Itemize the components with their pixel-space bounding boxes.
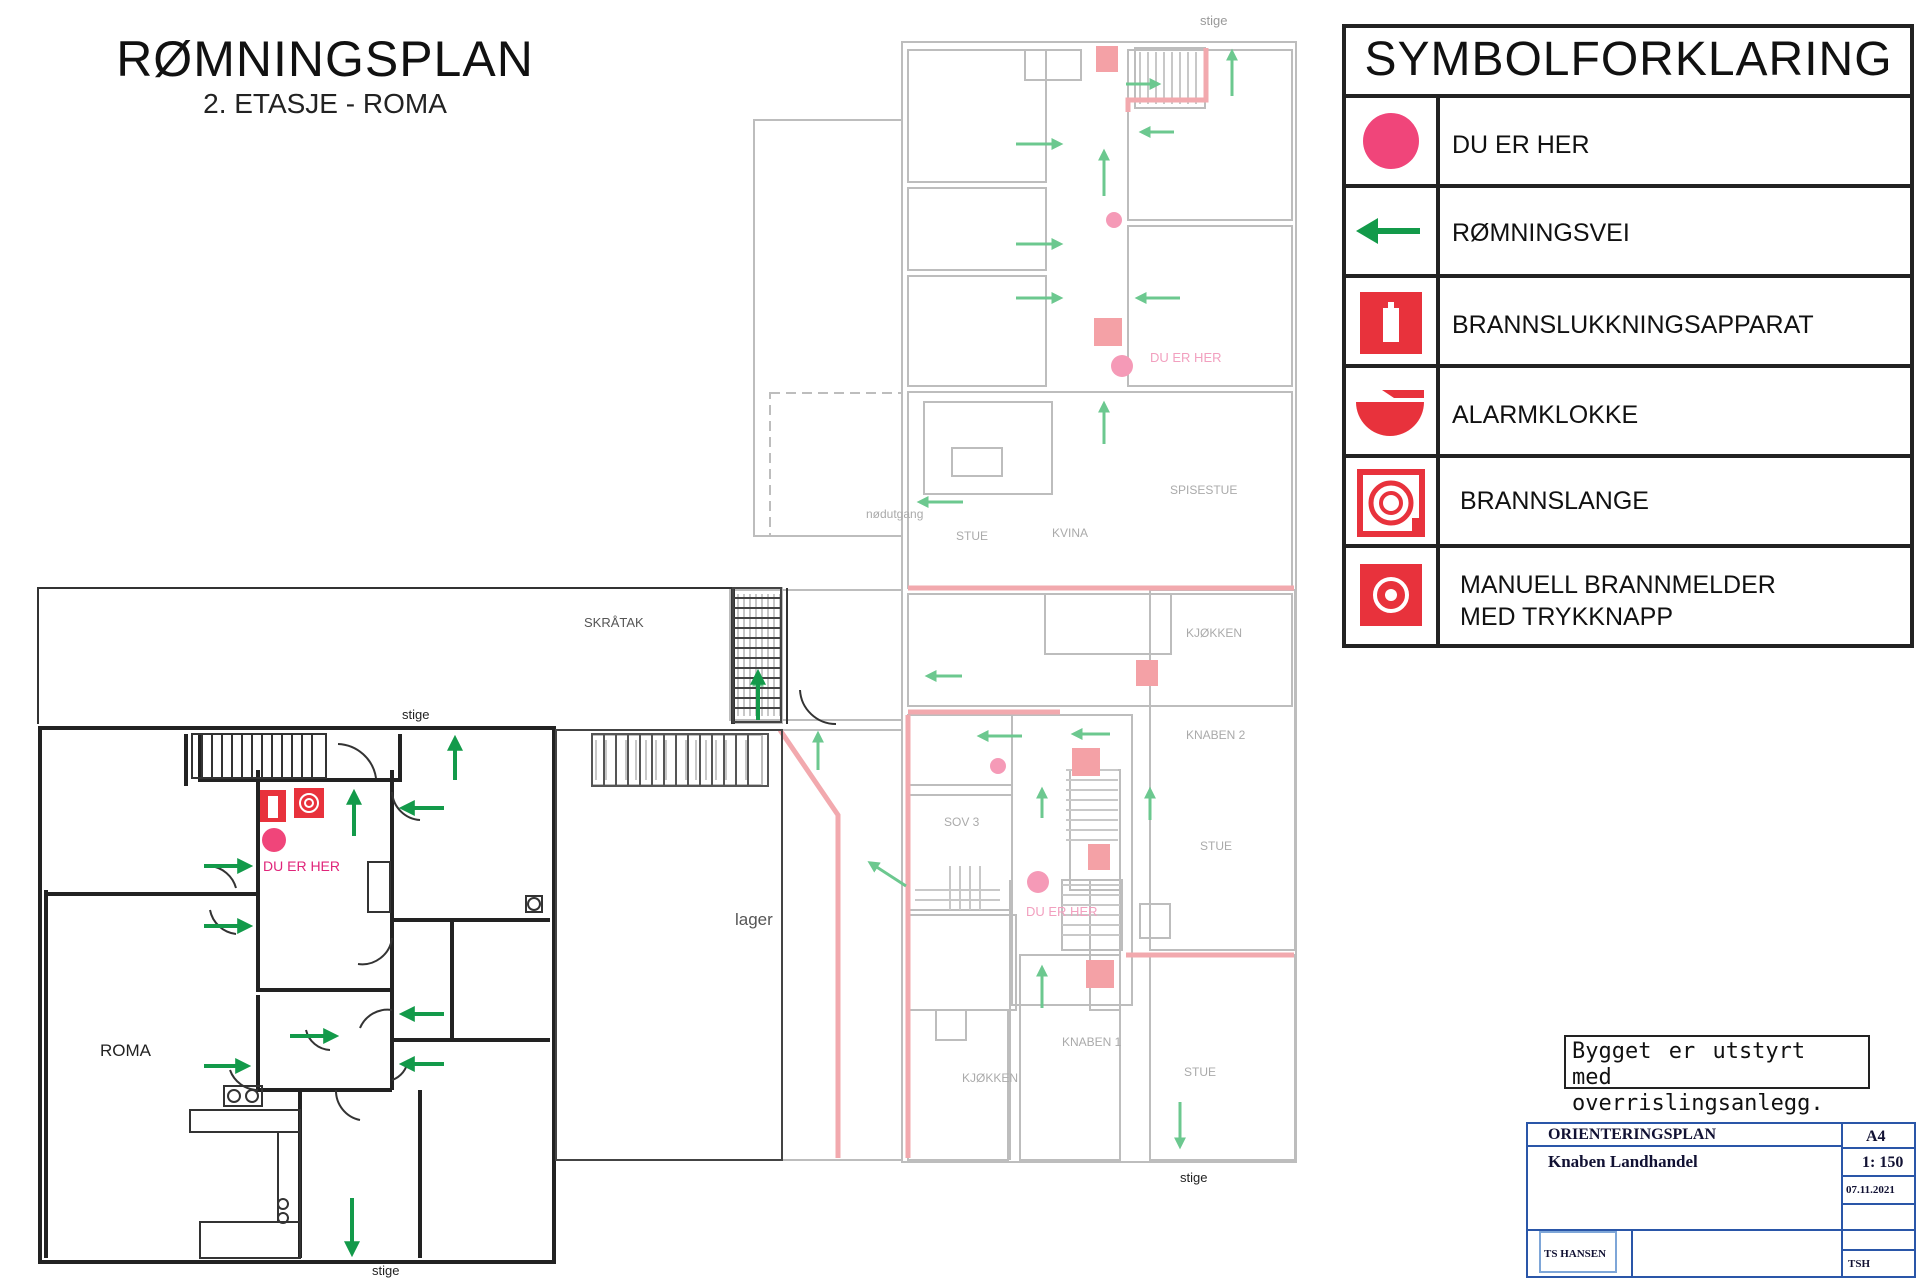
room-label: KNABEN 1 [1062,1035,1122,1049]
note-line: overrislingsanlegg. [1572,1091,1824,1116]
plan-title: RØMNINGSPLAN [116,31,534,87]
titleblock-project: Knaben Landhandel [1548,1152,1698,1171]
company-logo [1539,1231,1617,1273]
extinguisher-icon [1096,46,1118,72]
right-building-outline [901,41,1297,1163]
legend-label: BRANNSLANGE [1460,487,1649,515]
titleblock-scale: 1: 150 [1862,1154,1904,1171]
note-line: Bygget er utstyrt med [1572,1039,1806,1090]
fire-walls [777,48,1294,1158]
call-point-icon [1086,960,1114,988]
roma-kitchen [189,861,543,1259]
door-swings [209,689,837,1121]
room-label: KJØKKEN [1186,626,1242,640]
call-point-icon [1072,748,1100,776]
room-label: KJØKKEN [962,1071,1018,1085]
manual-call-point-icon [1360,564,1422,626]
roma-escape-arrows [204,668,766,1258]
roma-outline [38,726,556,1264]
right-stairs [595,52,1197,936]
room-label: SOV 3 [944,815,980,829]
titleblock-heading: ORIENTERINGSPLAN [1548,1126,1717,1143]
alarm-bell-icon [1356,390,1424,436]
nodutgang-label: nødutgang [866,507,923,521]
you-are-here-dot-icon [262,828,286,852]
lager-room [555,729,783,1161]
skratak-area [37,587,788,724]
lager-stair [591,733,769,787]
you-are-here-dot-icon [1363,113,1419,169]
extinguisher-icon [1136,660,1158,686]
fire-hose-icon [294,788,324,818]
room-label: KNABEN 2 [1186,728,1246,742]
roma-label: ROMA [100,1041,152,1060]
legend-title: SYMBOLFORKLARING [1364,33,1893,86]
titleblock-company: TS HANSEN [1544,1248,1607,1260]
legend-label: DU ER HER [1452,131,1590,159]
you-are-here-dot-icon [1027,871,1049,893]
you-are-here-dot-icon [1111,355,1133,377]
room-label: STUE [956,529,988,543]
sprinkler-note: Bygget er utstyrt med overrislingsanlegg… [1564,1035,1870,1116]
legend-label: BRANNSLUKKNINGSAPPARAT [1452,311,1814,339]
du-er-her-label: DU ER HER [263,858,340,874]
stige-label: stige [372,1263,399,1278]
legend-label: MANUELL BRANNMELDER [1460,571,1776,599]
fire-extinguisher-icon [1360,292,1422,354]
title-block: ORIENTERINGSPLAN Knaben Landhandel A4 1:… [1526,1122,1916,1278]
room-label: KVINA [1052,526,1088,540]
titleblock-date: 07.11.2021 [1846,1184,1895,1196]
roma-symbols [260,788,324,852]
roma-stair [191,733,327,779]
lager-label: lager [735,910,773,929]
legend-label: ALARMKLOKKE [1452,401,1639,429]
room-label: STUE [1200,839,1232,853]
room-label: STUE [1184,1065,1216,1079]
legend-label: RØMNINGSVEI [1452,219,1630,247]
room-label: SPISESTUE [1170,483,1237,497]
escape-route-arrow-icon [1356,218,1420,244]
alarm-bell-icon [990,758,1006,774]
legend: SYMBOLFORKLARING DU ER HER RØMNINGSVEI B… [1342,24,1915,650]
titleblock-format: A4 [1866,1128,1886,1145]
right-building [554,41,1297,1163]
stige-label: stige [402,707,429,722]
du-er-her-label: DU ER HER [1150,350,1222,365]
stige-label: stige [1180,1170,1207,1185]
titleblock-initials: TSH [1848,1258,1871,1270]
right-escape-arrows [752,48,1238,1150]
legend-label-line2: MED TRYKKNAPP [1460,603,1674,631]
fire-hose-icon [1357,469,1425,537]
alarm-bell-icon [1106,212,1122,228]
right-symbols [990,46,1158,988]
du-er-her-label: DU ER HER [1026,904,1098,919]
extinguisher-icon [1088,844,1110,870]
call-point-icon [1094,318,1122,346]
skratak-label: SKRÅTAK [584,615,644,630]
plan-subtitle: 2. ETASJE - ROMA [203,88,447,119]
stige-label: stige [1200,13,1227,28]
